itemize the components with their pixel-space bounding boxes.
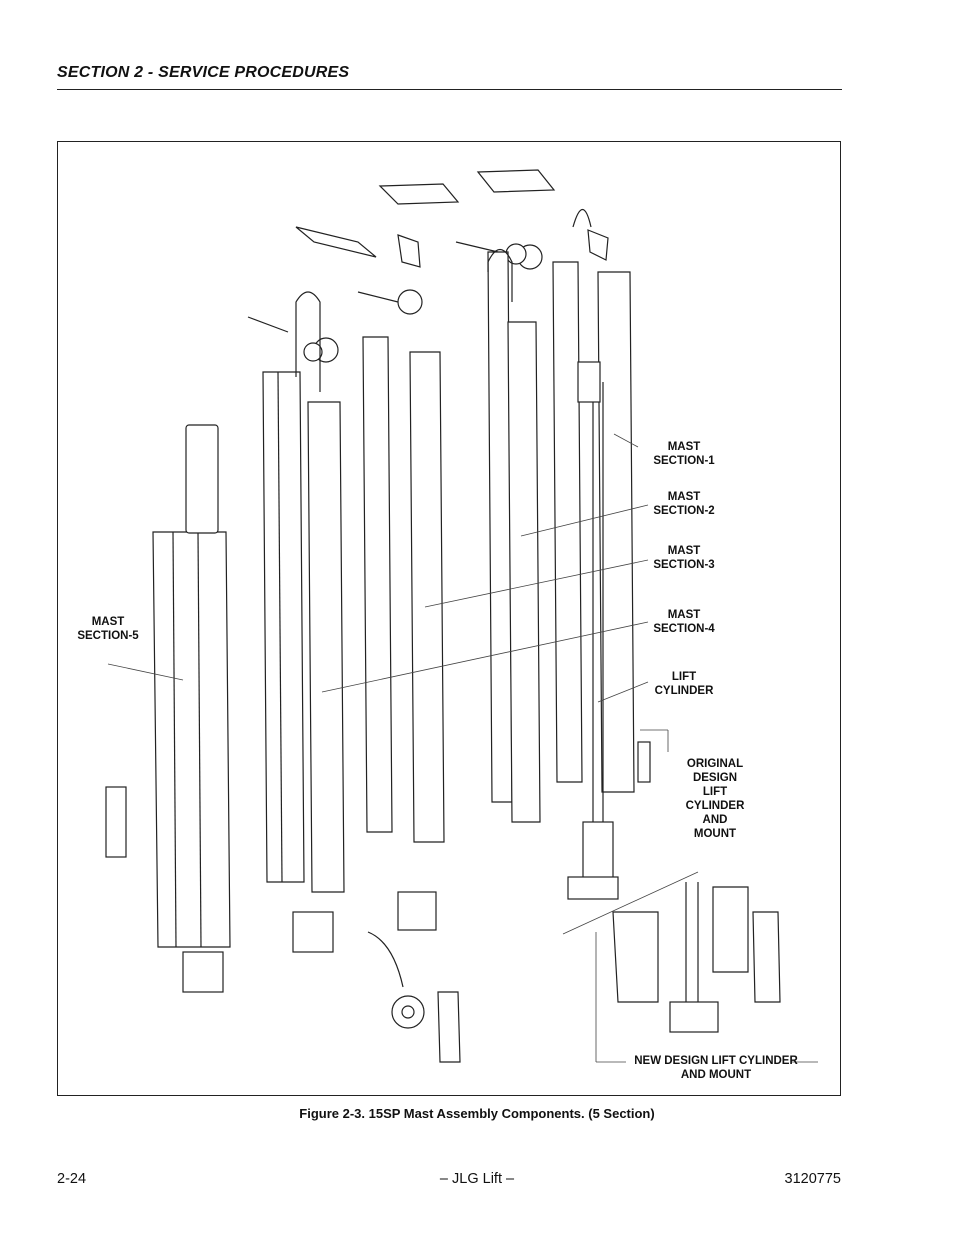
new-design-mount-block	[669, 1001, 719, 1033]
detail-arrow	[367, 931, 404, 988]
lift-cylinder-top-block	[577, 361, 601, 403]
header-divider	[57, 89, 842, 90]
label-mast-section-5: MAST SECTION-5	[77, 616, 139, 642]
footer-center: – JLG Lift –	[439, 1171, 515, 1187]
doc-number: 3120775	[784, 1171, 841, 1187]
leader-lift-cylinder	[597, 681, 649, 703]
leader-mast-section-1	[613, 433, 639, 448]
mast-section-3-rail	[409, 351, 445, 843]
top-pulley-b	[397, 289, 423, 315]
lift-cylinder-mount	[567, 876, 619, 900]
figure-frame: MAST SECTION-1 MAST SECTION-2 MAST SECTI…	[57, 141, 841, 1096]
section-header: SECTION 2 - SERVICE PROCEDURES	[57, 64, 350, 81]
mast-section-1-body	[552, 261, 583, 783]
page-number: 2-24	[57, 1171, 87, 1187]
mast-section-4-body	[262, 371, 305, 883]
label-lift-cylinder: LIFT CYLINDER	[654, 671, 714, 697]
bracket-top-1	[397, 234, 421, 268]
bottom-pulley-bracket	[437, 991, 461, 1063]
mast-assembly-illustration	[105, 169, 818, 1063]
leader-mast-section-3	[424, 559, 649, 608]
mast-section-5-plate	[185, 424, 219, 534]
new-design-bracket	[752, 911, 781, 1003]
bottom-bracket-left	[182, 951, 224, 993]
bracket-top-2	[587, 229, 609, 261]
leader-mast-section-4	[321, 621, 649, 693]
original-design-bracket	[637, 741, 651, 783]
mast-section-3-body	[362, 336, 393, 833]
figure-caption: Figure 2-3. 15SP Mast Assembly Component…	[299, 1106, 655, 1121]
label-original-design: ORIGINAL DESIGN LIFT CYLINDER AND MOUNT	[685, 758, 745, 840]
new-design-section-left	[612, 911, 659, 1003]
label-mast-section-4: MAST SECTION-4	[653, 609, 715, 635]
leader-mast-section-5	[107, 663, 184, 681]
top-plate-2	[378, 183, 460, 205]
mast-section-5-body	[152, 531, 231, 948]
bottom-bracket-mid	[397, 891, 437, 931]
mast-section-1-rail	[597, 271, 635, 793]
mast-section-5-bracket	[105, 786, 127, 858]
label-mast-section-1: MAST SECTION-1	[653, 441, 715, 467]
top-plate-3	[476, 169, 556, 193]
leader-mast-section-2	[520, 504, 649, 537]
inset-divider	[562, 871, 699, 935]
bottom-bracket-mid-left	[292, 911, 334, 953]
new-design-section-right	[712, 886, 749, 973]
mast-section-2-rail	[507, 321, 541, 823]
top-plate-1	[295, 226, 377, 258]
label-mast-section-3: MAST SECTION-3	[653, 545, 715, 571]
mast-section-4-rail	[307, 401, 345, 893]
label-new-design: NEW DESIGN LIFT CYLINDER AND MOUNT	[634, 1055, 798, 1081]
label-mast-section-2: MAST SECTION-2	[653, 491, 715, 517]
